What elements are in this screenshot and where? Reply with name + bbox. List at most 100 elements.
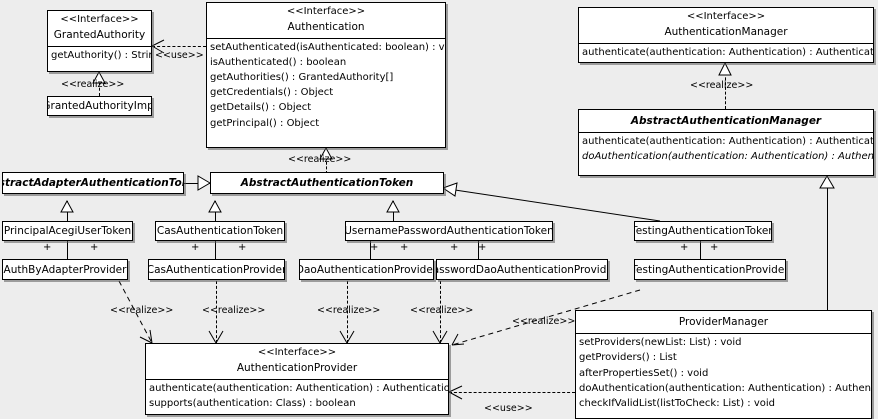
- class-name: UsernamePasswordAuthenticationToken: [345, 225, 553, 237]
- class-authentication[interactable]: <<Interface>> Authentication setAuthenti…: [206, 2, 446, 148]
- edge-label-realize-authentication-manager: <<realize>>: [690, 80, 754, 91]
- class-header: ProviderManager: [576, 311, 871, 333]
- class-name: CasAuthenticationToken: [156, 225, 284, 237]
- edge-casauthenticationtoken-gen: [215, 201, 216, 221]
- edge-testingtoken-to-testingprovider: [700, 241, 701, 259]
- stereotype-label: <<Interface>>: [286, 6, 366, 17]
- edge-principal-to-authbyadapter: [67, 241, 68, 259]
- operation: getCredentials() : Object: [210, 87, 334, 99]
- class-header: <<Interface>> GrantedAuthority: [48, 11, 151, 46]
- edge-abstractauthenticationtoken-realize: [326, 148, 327, 174]
- class-name: ProviderManager: [678, 316, 769, 328]
- multiplicity-plus: +: [680, 242, 689, 253]
- class-name: AbstractAuthenticationToken: [240, 177, 414, 189]
- operation: getAuthorities() : GrantedAuthority[]: [210, 72, 394, 84]
- class-name: AbstractAdapterAuthenticationToken: [3, 177, 183, 189]
- class-password-dao-authentication-provider[interactable]: PasswordDaoAuthenticationProvider: [436, 259, 608, 280]
- class-name: DaoAuthenticationProvider: [299, 263, 434, 276]
- edge-principalacegiusertoken-gen: [67, 201, 68, 221]
- class-abstract-adapter-authentication-token[interactable]: AbstractAdapterAuthenticationToken: [2, 172, 184, 194]
- class-name: PasswordDaoAuthenticationProvider: [436, 263, 608, 276]
- operation: setProviders(newList: List) : void: [579, 337, 742, 349]
- edge-label-use-granted-authority: <<use>>: [155, 50, 204, 61]
- class-testing-authentication-provider[interactable]: TestingAuthenticationProvider: [634, 259, 786, 280]
- multiplicity-plus: +: [191, 242, 200, 253]
- class-cas-authentication-token[interactable]: CasAuthenticationToken: [155, 221, 285, 241]
- operations-compartment: authenticate(authentication: Authenticat…: [146, 378, 449, 412]
- multiplicity-plus: +: [478, 242, 487, 253]
- class-auth-by-adapter-provider[interactable]: AuthByAdapterProvider: [2, 259, 128, 280]
- multiplicity-plus: +: [710, 242, 719, 253]
- operation: afterPropertiesSet() : void: [579, 367, 709, 379]
- operations-compartment: getAuthority() : String: [48, 45, 152, 64]
- edge-providermanager-generalization: [827, 176, 828, 310]
- operation: setAuthenticated(isAuthenticated: boolea…: [210, 41, 446, 53]
- operation: authenticate(authentication: Authenticat…: [149, 382, 449, 394]
- class-header: <<Interface>> Authentication: [207, 3, 445, 38]
- edge-daoprovider-realize: [347, 281, 348, 343]
- operations-compartment: setProviders(newList: List) : void getPr…: [576, 333, 871, 412]
- operations-compartment: authenticate(authentication: Authenticat…: [579, 42, 874, 61]
- edge-label-realize-authentication: <<realize>>: [288, 154, 352, 165]
- edge-label-realize-cas: <<realize>>: [202, 305, 266, 316]
- operation: getProviders() : List: [579, 352, 677, 364]
- class-testing-authentication-token[interactable]: TestingAuthenticationToken: [634, 221, 772, 241]
- class-cas-authentication-provider[interactable]: CasAuthenticationProvider: [148, 259, 285, 280]
- multiplicity-plus: +: [90, 242, 99, 253]
- class-authentication-provider[interactable]: <<Interface>> AuthenticationProvider aut…: [145, 343, 449, 415]
- class-name: AbstractAuthenticationManager: [630, 115, 822, 127]
- edge-label-use-provider-manager: <<use>>: [484, 403, 533, 414]
- class-abstract-authentication-token[interactable]: AbstractAuthenticationToken: [210, 172, 444, 194]
- multiplicity-plus: +: [238, 242, 247, 253]
- edge-adaptertoken-association: [184, 183, 210, 184]
- edge-passworddaoprovider-realize: [440, 281, 441, 343]
- class-name: GrantedAuthorityImpl: [47, 100, 152, 112]
- class-authentication-manager[interactable]: <<Interface>> AuthenticationManager auth…: [578, 7, 874, 63]
- operation: authenticate(authentication: Authenticat…: [582, 136, 874, 148]
- class-name: AuthByAdapterProvider: [3, 263, 127, 276]
- class-name: TestingAuthenticationProvider: [634, 263, 786, 276]
- operation: checkIfValidList(listToCheck: List) : vo…: [579, 397, 776, 409]
- operation: isAuthenticated() : boolean: [210, 56, 347, 68]
- class-name: PrincipalAcegiUserToken: [3, 225, 132, 237]
- edge-label-realize-granted-authority: <<realize>>: [61, 79, 125, 90]
- class-granted-authority[interactable]: <<Interface>> GrantedAuthority getAuthor…: [47, 10, 152, 72]
- class-header: <<Interface>> AuthenticationManager: [579, 8, 873, 43]
- edge-grantedauthorityimpl-realize: [99, 72, 100, 96]
- class-name: GrantedAuthority: [53, 28, 146, 41]
- class-username-password-authentication-token[interactable]: UsernamePasswordAuthenticationToken: [345, 221, 553, 241]
- operation: doAuthentication(authentication: Authent…: [582, 151, 874, 163]
- class-header: AbstractAuthenticationManager: [579, 110, 873, 132]
- multiplicity-plus: +: [400, 242, 409, 253]
- class-header: <<Interface>> AuthenticationProvider: [146, 344, 448, 379]
- operation: getDetails() : Object: [210, 102, 312, 114]
- class-principal-acegi-user-token[interactable]: PrincipalAcegiUserToken: [2, 221, 133, 241]
- class-name: TestingAuthenticationToken: [634, 225, 772, 237]
- class-name: AuthenticationManager: [664, 25, 788, 38]
- class-abstract-authentication-manager[interactable]: AbstractAuthenticationManager authentica…: [578, 109, 874, 176]
- operation: authenticate(authentication: Authenticat…: [582, 46, 874, 58]
- edge-usernamepasswordtoken-gen: [393, 201, 394, 221]
- edge-username-to-daoprovider: [370, 241, 371, 259]
- stereotype-label: <<Interface>>: [60, 14, 139, 25]
- edge-label-realize-testing: <<realize>>: [512, 316, 576, 327]
- class-granted-authority-impl[interactable]: GrantedAuthorityImpl: [47, 96, 152, 116]
- operations-compartment: authenticate(authentication: Authenticat…: [579, 132, 873, 165]
- operation: doAuthentication(authentication: Authent…: [579, 382, 872, 394]
- operation: getAuthority() : String: [51, 49, 152, 61]
- class-dao-authentication-provider[interactable]: DaoAuthenticationProvider: [299, 259, 434, 280]
- edge-casprovider-realize: [216, 281, 217, 343]
- operations-compartment: setAuthenticated(isAuthenticated: boolea…: [207, 37, 446, 132]
- edge-abstractauthenticationmanager-realize: [725, 63, 726, 109]
- operation: supports(authentication: Class) : boolea…: [149, 397, 356, 409]
- class-name: AuthenticationProvider: [236, 361, 358, 374]
- edge-label-realize-password-dao: <<realize>>: [410, 305, 474, 316]
- stereotype-label: <<Interface>>: [686, 11, 766, 22]
- class-provider-manager[interactable]: ProviderManager setProviders(newList: Li…: [575, 310, 872, 419]
- stereotype-label: <<Interface>>: [257, 347, 337, 358]
- edge-label-realize-dao: <<realize>>: [317, 305, 381, 316]
- edge-providermanager-use: [449, 392, 575, 393]
- edge-cas-to-casprovider: [215, 241, 216, 259]
- multiplicity-plus: +: [450, 242, 459, 253]
